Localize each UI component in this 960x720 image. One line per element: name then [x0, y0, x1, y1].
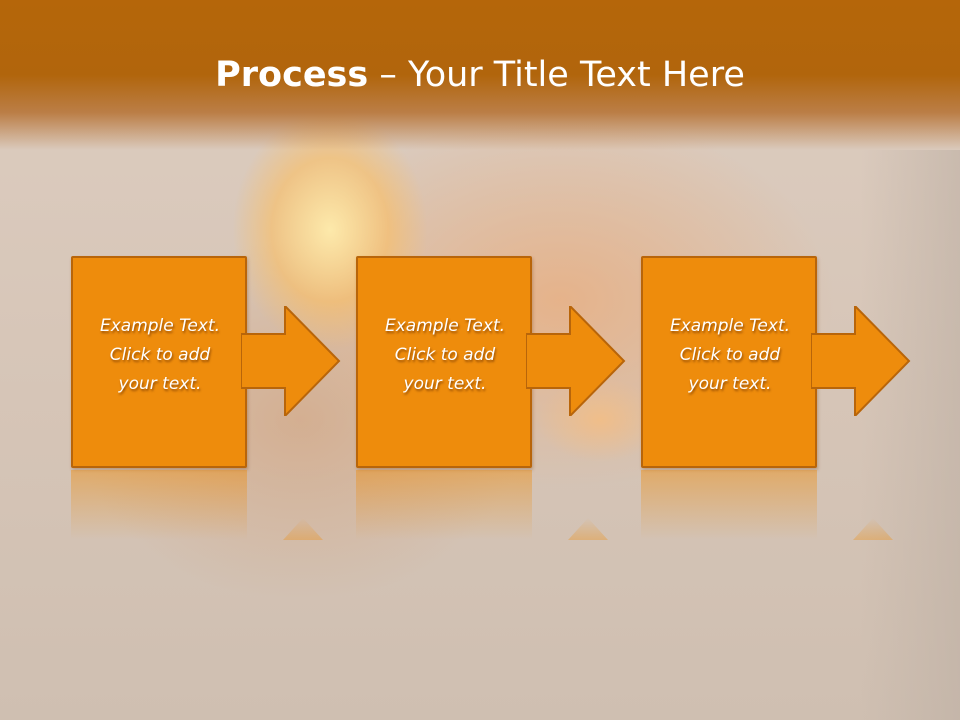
step-reflection — [356, 470, 696, 540]
arrow-reflection — [568, 518, 608, 540]
slide-title[interactable]: Process – Your Title Text Here — [0, 50, 960, 100]
box-reflection — [356, 470, 532, 540]
title-bold: Process — [215, 55, 369, 95]
box-reflection — [641, 470, 817, 540]
process-step-2: Example Text. Click to add your text. — [356, 256, 696, 468]
background-shadow — [860, 150, 960, 720]
step-box[interactable]: Example Text. Click to add your text. — [356, 256, 532, 468]
process-step-3: Example Text. Click to add your text. — [641, 256, 960, 468]
step-box[interactable]: Example Text. Click to add your text. — [71, 256, 247, 468]
step-box[interactable]: Example Text. Click to add your text. — [641, 256, 817, 468]
title-rest: – Your Title Text Here — [368, 55, 745, 95]
step-reflection — [641, 470, 960, 540]
step-text[interactable]: Example Text. Click to add your text. — [99, 316, 221, 394]
step-text[interactable]: Example Text. Click to add your text. — [669, 316, 791, 394]
step-text[interactable]: Example Text. Click to add your text. — [384, 316, 506, 394]
step-reflection — [71, 470, 411, 540]
box-reflection — [71, 470, 247, 540]
arrow-reflection — [283, 518, 323, 540]
arrow-reflection — [853, 518, 893, 540]
title-banner — [0, 0, 960, 150]
process-step-1: Example Text. Click to add your text. — [71, 256, 411, 468]
right-arrow-icon — [526, 306, 626, 416]
right-arrow-icon — [241, 306, 341, 416]
right-arrow-icon — [811, 306, 911, 416]
